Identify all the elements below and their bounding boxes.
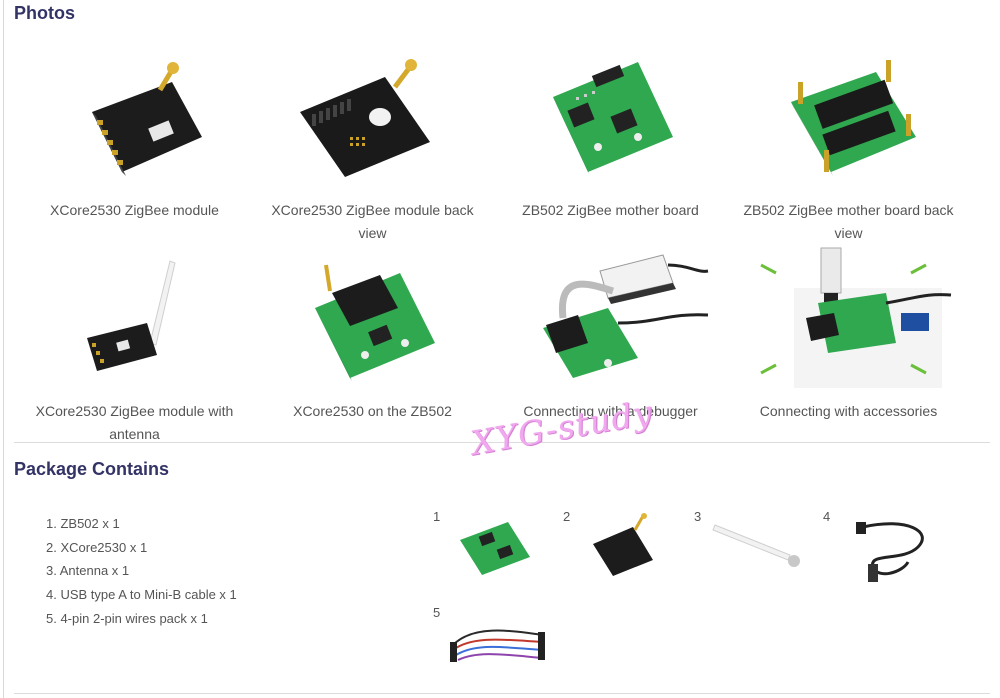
- list-item: 3. Antenna x 1: [46, 563, 130, 579]
- section-divider: [14, 442, 990, 443]
- photo-item[interactable]: Connecting with a debugger: [498, 243, 723, 423]
- zb502-board-back-photo[interactable]: [736, 42, 961, 192]
- page-left-border: [3, 0, 4, 698]
- package-image-number: 5: [433, 605, 441, 620]
- xcore2530-module-thumb[interactable]: [585, 512, 665, 582]
- xcore2530-module-back-photo[interactable]: [260, 42, 485, 192]
- package-image-number: 3: [694, 509, 702, 524]
- package-list: 1. ZB502 x 1 2. XCore2530 x 1 3. Antenna…: [46, 512, 237, 631]
- photo-caption: XCore2530 on the ZB502: [293, 403, 452, 419]
- photo-caption: XCore2530 ZigBee module with antenna: [35, 403, 234, 442]
- photos-heading: Photos: [14, 3, 75, 23]
- package-image-number: 2: [563, 509, 571, 524]
- photo-item[interactable]: ZB502 ZigBee mother board back view: [736, 42, 961, 245]
- photo-item[interactable]: XCore2530 ZigBee module back view: [260, 42, 485, 245]
- list-item: 2. XCore2530 x 1: [46, 539, 148, 555]
- photo-caption: ZB502 ZigBee mother board: [522, 202, 699, 218]
- list-item: 4. USB type A to Mini-B cable x 1: [46, 587, 237, 603]
- module-with-antenna-photo[interactable]: [22, 243, 247, 393]
- photo-item[interactable]: Connecting with accessories: [736, 243, 961, 423]
- debugger-connection-photo[interactable]: [498, 243, 723, 393]
- usb-cable-thumb[interactable]: [848, 512, 938, 587]
- antenna-thumb[interactable]: [710, 515, 810, 575]
- list-item: 1. ZB502 x 1: [46, 516, 120, 531]
- photo-caption: XCore2530 ZigBee module: [50, 202, 219, 218]
- package-image-number: 4: [823, 509, 831, 524]
- package-image-number: 1: [433, 509, 441, 524]
- xcore2530-module-photo[interactable]: [22, 42, 247, 192]
- module-on-board-photo[interactable]: [260, 243, 485, 393]
- photo-caption: Connecting with accessories: [759, 403, 938, 419]
- photo-item[interactable]: XCore2530 ZigBee module: [22, 42, 247, 222]
- zb502-board-thumb[interactable]: [450, 512, 540, 582]
- photo-caption: Connecting with a debugger: [523, 403, 698, 419]
- photo-item[interactable]: ZB502 ZigBee mother board: [498, 42, 723, 222]
- photo-item[interactable]: XCore2530 ZigBee module with antenna: [22, 243, 247, 446]
- wires-pack-thumb[interactable]: [448, 620, 548, 670]
- accessories-connection-photo[interactable]: [736, 243, 961, 393]
- package-heading: Package Contains: [14, 459, 170, 479]
- photo-caption: XCore2530 ZigBee module back view: [271, 202, 474, 241]
- zb502-board-photo[interactable]: [498, 42, 723, 192]
- list-item: 5. 4-pin 2-pin wires pack x 1: [46, 610, 208, 626]
- photo-item[interactable]: XCore2530 on the ZB502: [260, 243, 485, 423]
- bottom-divider: [14, 693, 990, 694]
- photo-caption: ZB502 ZigBee mother board back view: [743, 202, 954, 241]
